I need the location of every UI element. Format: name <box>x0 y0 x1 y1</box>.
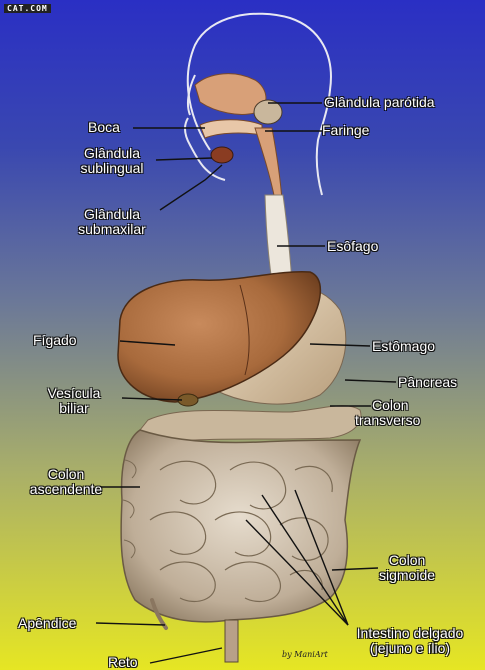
label-pancreas: Pâncreas <box>398 375 457 390</box>
label-glandula-submaxilar-line2: submaxilar <box>70 222 154 237</box>
label-apendice: Apêndice <box>18 616 76 631</box>
label-boca: Boca <box>88 120 120 135</box>
label-glandula-sublingual-line2: sublingual <box>70 161 154 176</box>
label-esofago: Esôfago <box>327 239 378 254</box>
pharynx <box>255 128 282 200</box>
label-colon-transverso: Colon transverso <box>355 398 420 428</box>
label-colon-transverso-line1: Colon <box>355 398 420 413</box>
rectum <box>225 620 238 662</box>
label-colon-ascendente-line1: Colon <box>18 467 114 482</box>
label-glandula-submaxilar: Glândula submaxilar <box>70 207 154 237</box>
label-colon-ascendente: Colon ascendente <box>18 467 114 497</box>
label-glandula-sublingual-line1: Glândula <box>70 146 154 161</box>
label-reto: Reto <box>108 655 138 670</box>
label-glandula-parotida: Glândula parótida <box>324 95 435 110</box>
label-faringe: Faringe <box>322 123 369 138</box>
label-glandula-sublingual: Glândula sublingual <box>70 146 154 176</box>
label-intestino-delgado: Intestino delgado (jejuno e ílio) <box>340 626 480 656</box>
label-glandula-submaxilar-line1: Glândula <box>70 207 154 222</box>
label-vesicula-line2: biliar <box>30 401 118 416</box>
label-vesicula-biliar: Vesícula biliar <box>30 386 118 416</box>
artist-signature: by ManiArt <box>282 650 328 659</box>
label-vesicula-line1: Vesícula <box>30 386 118 401</box>
label-figado: Fígado <box>33 333 77 348</box>
sublingual-gland <box>211 147 233 163</box>
intestines <box>121 430 360 622</box>
tongue-mouth <box>200 120 262 138</box>
esophagus <box>265 195 292 282</box>
label-colon-sigmoide: Colon sigmoide <box>365 553 449 583</box>
label-colon-transverso-line2: transverso <box>355 413 420 428</box>
label-colon-ascendente-line2: ascendente <box>18 482 114 497</box>
label-intestino-line1: Intestino delgado <box>340 626 480 641</box>
site-logo: CAT.COM <box>4 4 51 13</box>
label-colon-sigmoide-line2: sigmoide <box>365 568 449 583</box>
label-estomago: Estômago <box>372 339 435 354</box>
label-intestino-line2: (jejuno e ílio) <box>340 641 480 656</box>
transverse-colon <box>140 406 361 441</box>
label-colon-sigmoide-line1: Colon <box>365 553 449 568</box>
